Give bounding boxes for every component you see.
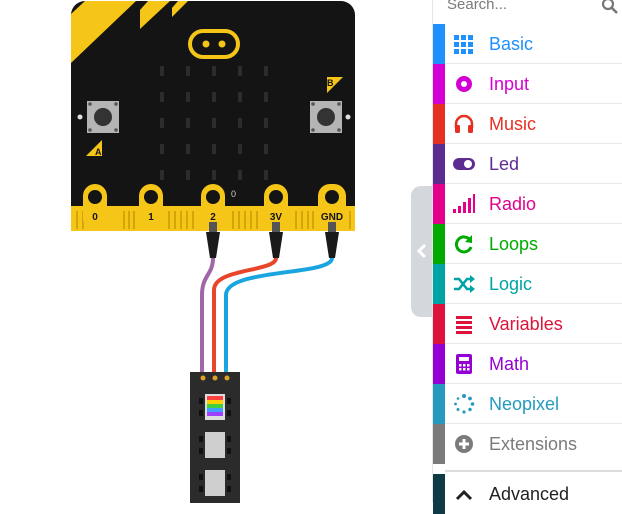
grid-icon	[454, 35, 473, 54]
toggle-icon	[453, 158, 475, 170]
clip-pin-gnd	[325, 222, 339, 258]
circle-dot-icon	[456, 76, 472, 92]
refresh-icon	[455, 235, 473, 254]
button-a[interactable]: A	[77, 101, 120, 157]
category-music[interactable]: Music	[433, 104, 622, 144]
category-loops[interactable]: Loops	[433, 224, 622, 264]
category-neopixel[interactable]: Neopixel	[433, 384, 622, 424]
category-label: Radio	[489, 194, 537, 214]
search-bar	[433, 0, 622, 22]
clip-pin-3v	[269, 222, 283, 258]
category-label: Led	[489, 154, 520, 174]
calculator-icon	[456, 354, 472, 374]
search-icon[interactable]	[601, 0, 619, 15]
category-label: Basic	[489, 34, 534, 54]
category-label: Loops	[489, 234, 539, 254]
pin-2-label: 2	[210, 212, 216, 223]
signal-bars-icon	[453, 194, 475, 213]
pin-gnd[interactable]: GND	[318, 184, 346, 231]
category-logic[interactable]: Logic	[433, 264, 622, 304]
simulator-svg: A B	[71, 1, 355, 503]
microbit-board[interactable]: A B	[71, 1, 355, 231]
category-variables[interactable]: Variables	[433, 304, 622, 344]
pin-3v-label: 3V	[270, 212, 283, 223]
toolbox: Basic Input Music Led	[432, 0, 622, 514]
headphones-icon	[454, 114, 474, 133]
pin-1[interactable]: 1	[139, 184, 163, 231]
wire-purple	[200, 257, 215, 378]
pin-0-label: 0	[92, 212, 98, 223]
category-label: Variables	[489, 314, 563, 334]
pin-2[interactable]: 2 0	[201, 184, 236, 231]
collapse-simulator-button[interactable]	[411, 186, 432, 317]
pin-3v[interactable]: 3V	[264, 184, 288, 231]
wire-red	[212, 257, 278, 378]
clip-pin-2	[206, 222, 220, 258]
category-radio[interactable]: Radio	[433, 184, 622, 224]
chevron-left-icon	[416, 244, 427, 258]
simulator-panel: A B	[71, 1, 432, 503]
pin-gnd-label: GND	[321, 212, 343, 223]
advanced-divider	[445, 470, 622, 472]
category-advanced[interactable]: Advanced	[433, 474, 622, 514]
pin-1-label: 1	[148, 212, 154, 223]
category-label: Math	[489, 354, 530, 374]
led-matrix	[160, 66, 268, 180]
pin-0[interactable]: 0	[83, 184, 107, 231]
category-label: Input	[489, 74, 530, 94]
category-led[interactable]: Led	[433, 144, 622, 184]
wire-blue	[224, 257, 334, 378]
category-extensions[interactable]: Extensions	[433, 424, 622, 464]
list-icon	[456, 316, 472, 334]
category-label: Extensions	[489, 434, 578, 454]
category-label: Advanced	[489, 484, 570, 504]
button-b-label: B	[327, 78, 334, 88]
category-label: Neopixel	[489, 394, 560, 414]
plus-circle-icon	[455, 435, 473, 453]
category-label: Music	[489, 114, 537, 134]
microbit-logo	[188, 29, 240, 59]
dotted-circle-icon	[454, 394, 475, 414]
search-input[interactable]	[447, 0, 587, 15]
shuffle-icon	[454, 275, 475, 293]
button-a-label: A	[95, 147, 102, 157]
category-math[interactable]: Math	[433, 344, 622, 384]
category-input[interactable]: Input	[433, 64, 622, 104]
chevron-up-icon	[455, 489, 473, 501]
category-label: Logic	[489, 274, 533, 294]
neopixel-strip	[190, 372, 240, 503]
pin-2-value: 0	[231, 189, 236, 199]
button-b[interactable]: B	[310, 77, 351, 133]
category-basic[interactable]: Basic	[433, 24, 622, 64]
